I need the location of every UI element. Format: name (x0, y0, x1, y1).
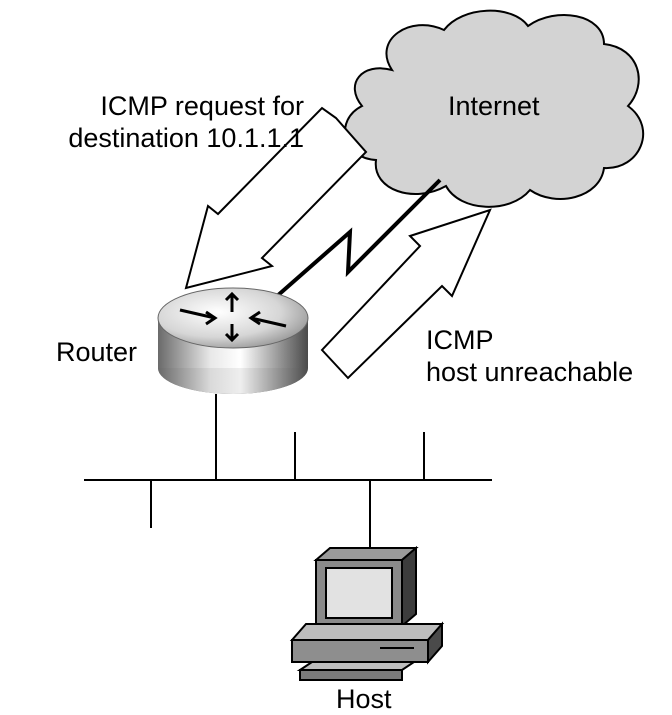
wan-link (266, 178, 442, 306)
icmp-request-line2: destination 10.1.1.1 (68, 123, 304, 153)
host-computer-icon (289, 545, 445, 681)
internet-label: Internet (448, 91, 540, 121)
router-label: Router (56, 337, 138, 367)
icmp-reply-line1: ICMP (426, 325, 494, 355)
lan-segment (84, 394, 492, 548)
icmp-reply-arrow (320, 208, 492, 380)
icmp-request-label: ICMP request for destination 10.1.1.1 (14, 90, 304, 154)
router-arrows-icon (179, 291, 287, 343)
host-label: Host (336, 684, 392, 714)
icmp-reply-label: ICMP host unreachable (426, 324, 633, 388)
icmp-request-line1: ICMP request for (100, 91, 304, 121)
icmp-request-arrow (184, 106, 368, 290)
icmp-reply-line2: host unreachable (426, 357, 634, 387)
router-icon (157, 287, 309, 394)
